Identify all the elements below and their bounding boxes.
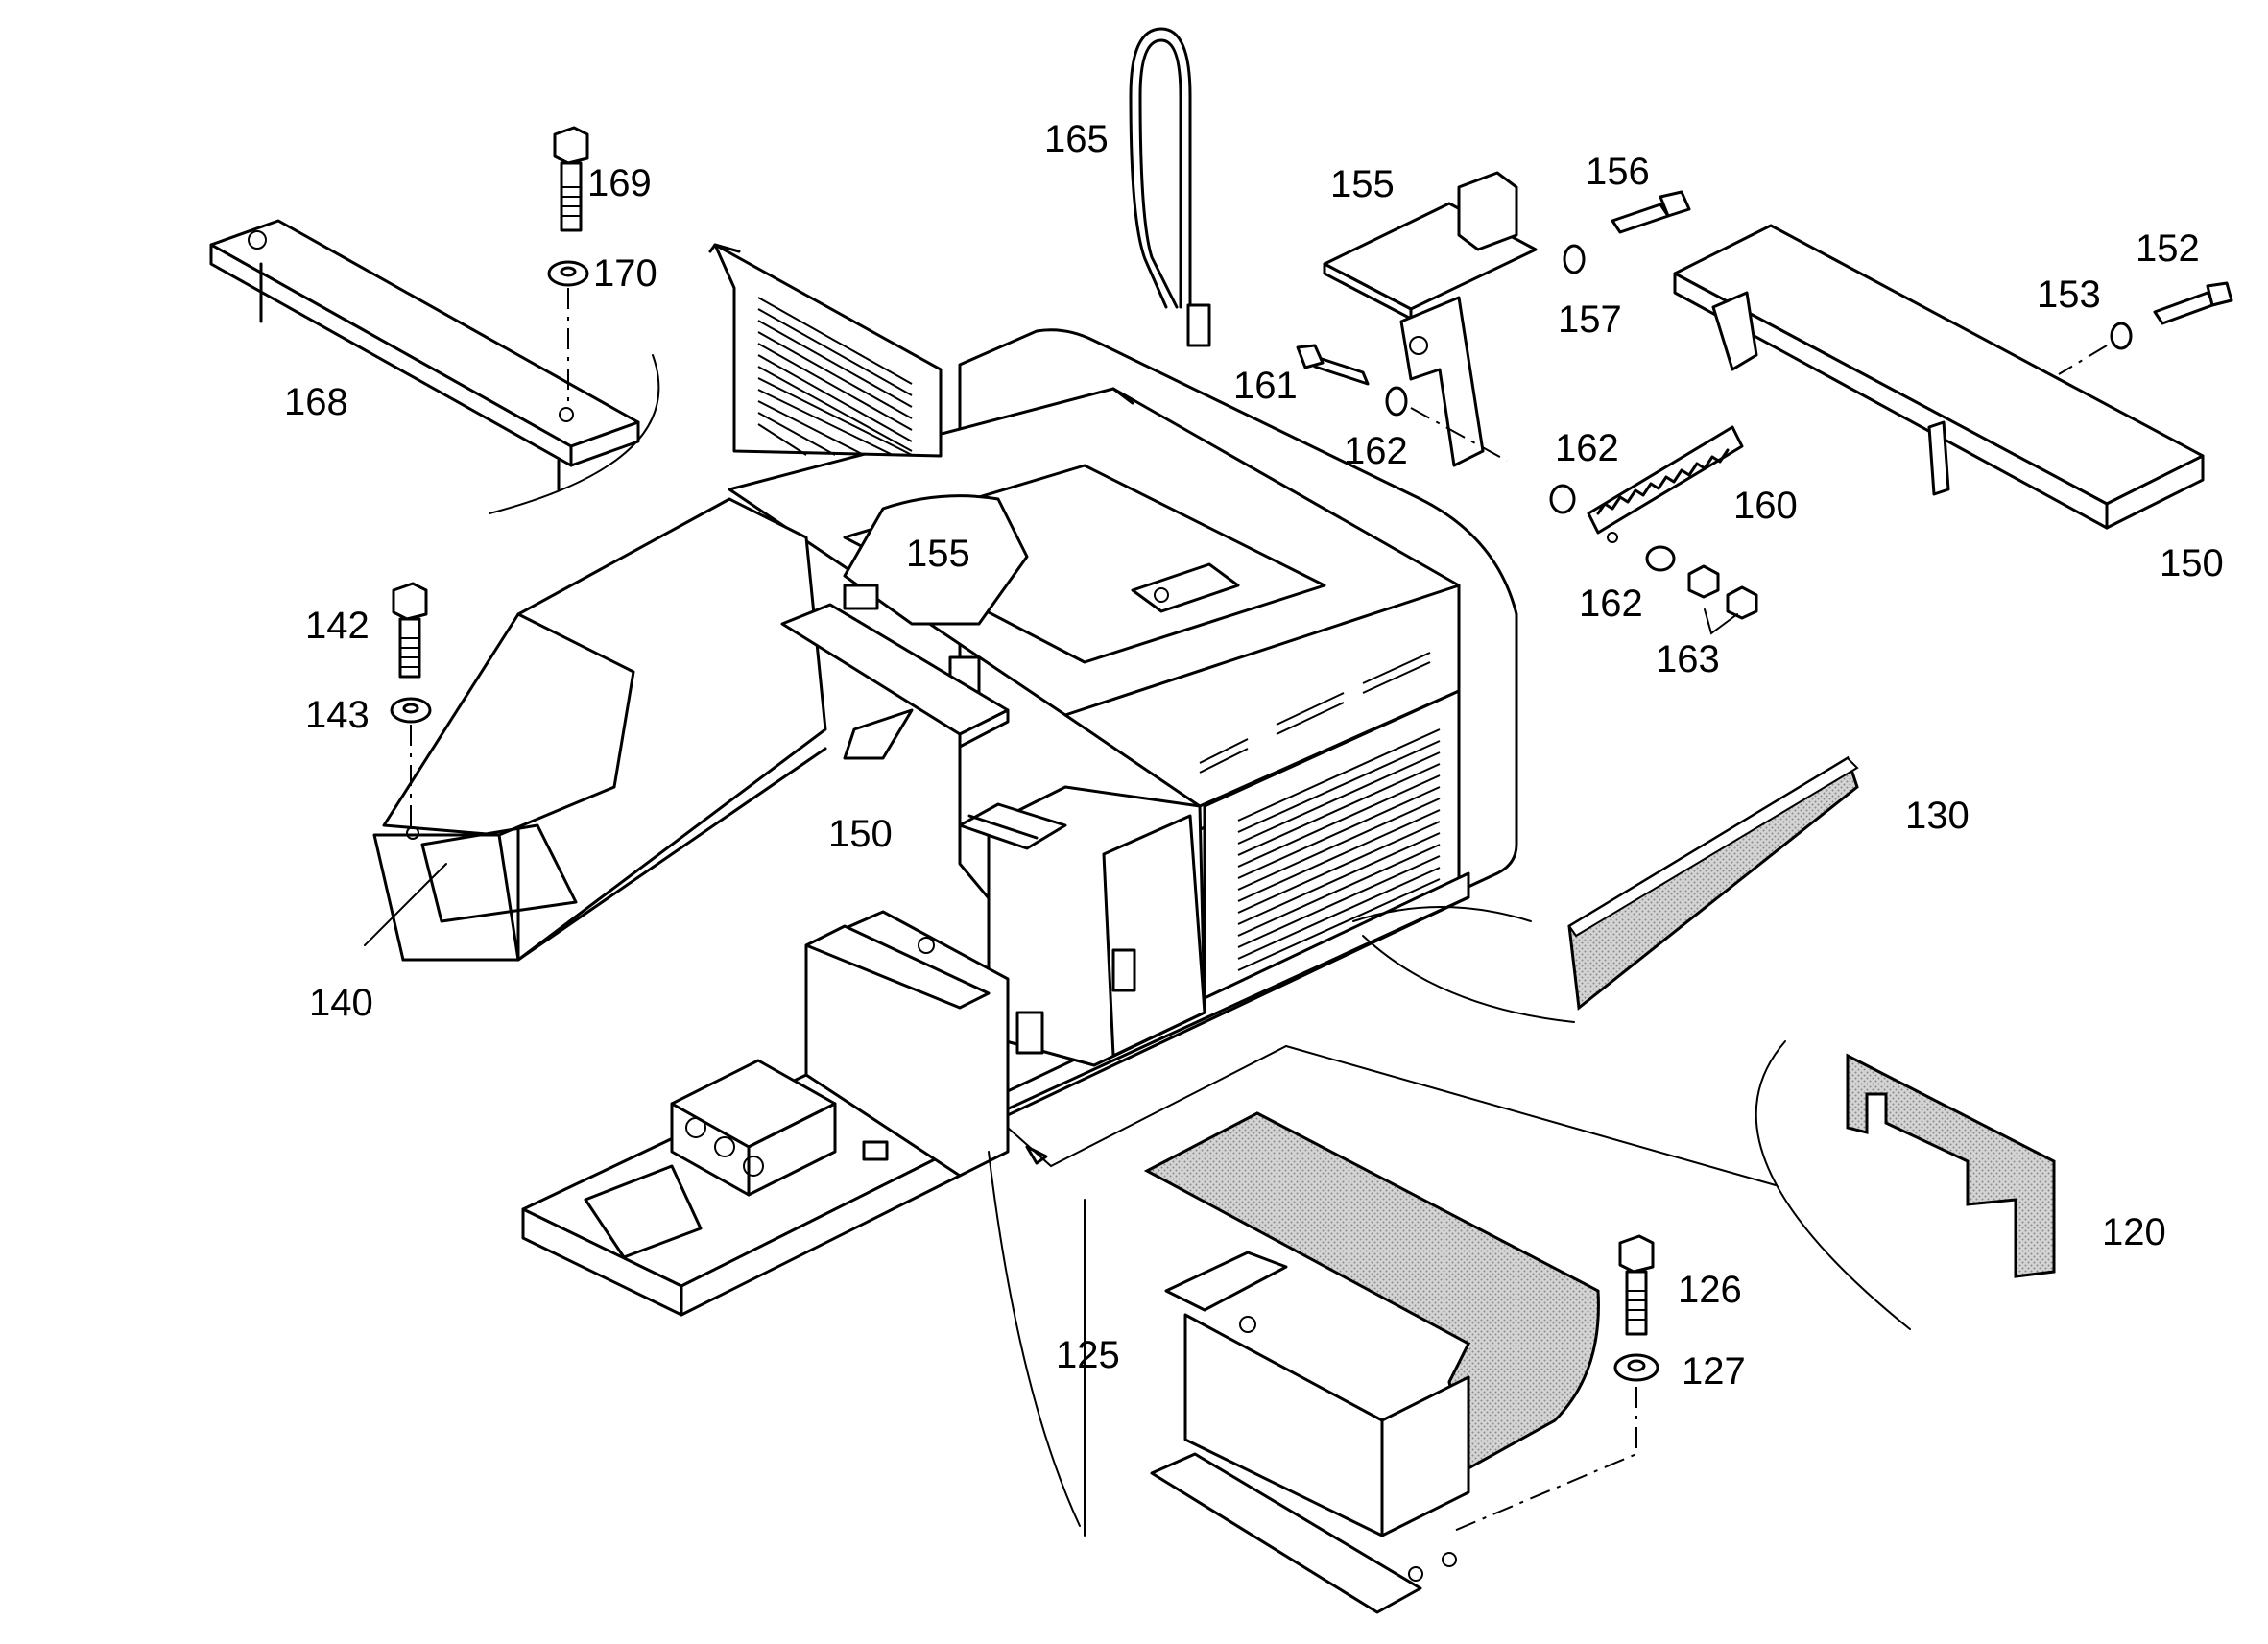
part-156-bolt bbox=[1611, 190, 1691, 234]
callout-150-left: 150 bbox=[828, 813, 893, 855]
callout-152: 152 bbox=[2136, 227, 2200, 270]
seat-cover bbox=[843, 494, 1029, 626]
callout-143: 143 bbox=[305, 694, 370, 736]
part-125-seat-frame bbox=[1143, 1111, 1600, 1614]
part-170-washer bbox=[547, 260, 589, 287]
part-130-foam bbox=[1567, 755, 1859, 1011]
part-153-washer bbox=[2110, 322, 2133, 350]
side-grille bbox=[1237, 728, 1441, 971]
callout-126: 126 bbox=[1678, 1269, 1742, 1311]
callout-142: 142 bbox=[305, 605, 370, 647]
callout-162-b: 162 bbox=[1555, 427, 1619, 469]
callout-162-c: 162 bbox=[1579, 583, 1643, 625]
callout-125: 125 bbox=[1056, 1334, 1120, 1376]
part-126-bolt bbox=[1618, 1234, 1655, 1336]
roof-vents bbox=[1199, 652, 1431, 774]
callout-168: 168 bbox=[284, 381, 348, 423]
part-150-armrest-right bbox=[1673, 224, 2205, 530]
callout-161: 161 bbox=[1233, 365, 1298, 407]
part-161-bolt bbox=[1296, 344, 1370, 386]
bench-arm-left bbox=[780, 603, 1010, 760]
part-162-washer-c bbox=[1645, 545, 1676, 572]
part-163-nuts bbox=[1687, 564, 1758, 620]
part-165-handle bbox=[1129, 27, 1211, 347]
part-160-rack bbox=[1587, 425, 1744, 543]
callout-127: 127 bbox=[1682, 1350, 1746, 1393]
part-127-washer bbox=[1613, 1353, 1659, 1382]
callout-162-a: 162 bbox=[1344, 430, 1408, 472]
seat-box bbox=[372, 497, 827, 962]
callout-170: 170 bbox=[593, 252, 657, 295]
callout-150-right: 150 bbox=[2160, 542, 2224, 584]
callout-155-top: 155 bbox=[1330, 163, 1395, 205]
callout-120: 120 bbox=[2102, 1211, 2166, 1253]
rear-screen bbox=[708, 243, 943, 458]
part-157-washer bbox=[1563, 244, 1586, 274]
part-169-bolt bbox=[553, 126, 589, 232]
callout-156: 156 bbox=[1586, 151, 1650, 193]
part-142-bolt bbox=[392, 582, 428, 679]
front-cabinet bbox=[804, 910, 1044, 1178]
part-162-washer-a bbox=[1385, 386, 1408, 417]
callout-130: 130 bbox=[1905, 795, 1970, 837]
callout-160: 160 bbox=[1733, 485, 1798, 527]
callout-153: 153 bbox=[2037, 274, 2101, 316]
part-162-washer-b bbox=[1549, 484, 1576, 514]
callout-157: 157 bbox=[1558, 298, 1622, 341]
callout-labels: 165 169 170 168 155 156 157 161 162 162 … bbox=[284, 118, 2224, 1393]
part-120-foam bbox=[1846, 1053, 2056, 1278]
part-155-bracket bbox=[1323, 171, 1538, 467]
callout-163: 163 bbox=[1656, 638, 1720, 680]
part-168-plate bbox=[209, 219, 640, 491]
callout-155-inner: 155 bbox=[906, 533, 970, 575]
callout-165: 165 bbox=[1044, 118, 1109, 160]
machine-body bbox=[728, 328, 1518, 1149]
part-152-bolt bbox=[2153, 281, 2233, 325]
part-143-washer bbox=[390, 697, 432, 724]
callout-169: 169 bbox=[587, 162, 652, 204]
callout-140: 140 bbox=[309, 982, 373, 1024]
